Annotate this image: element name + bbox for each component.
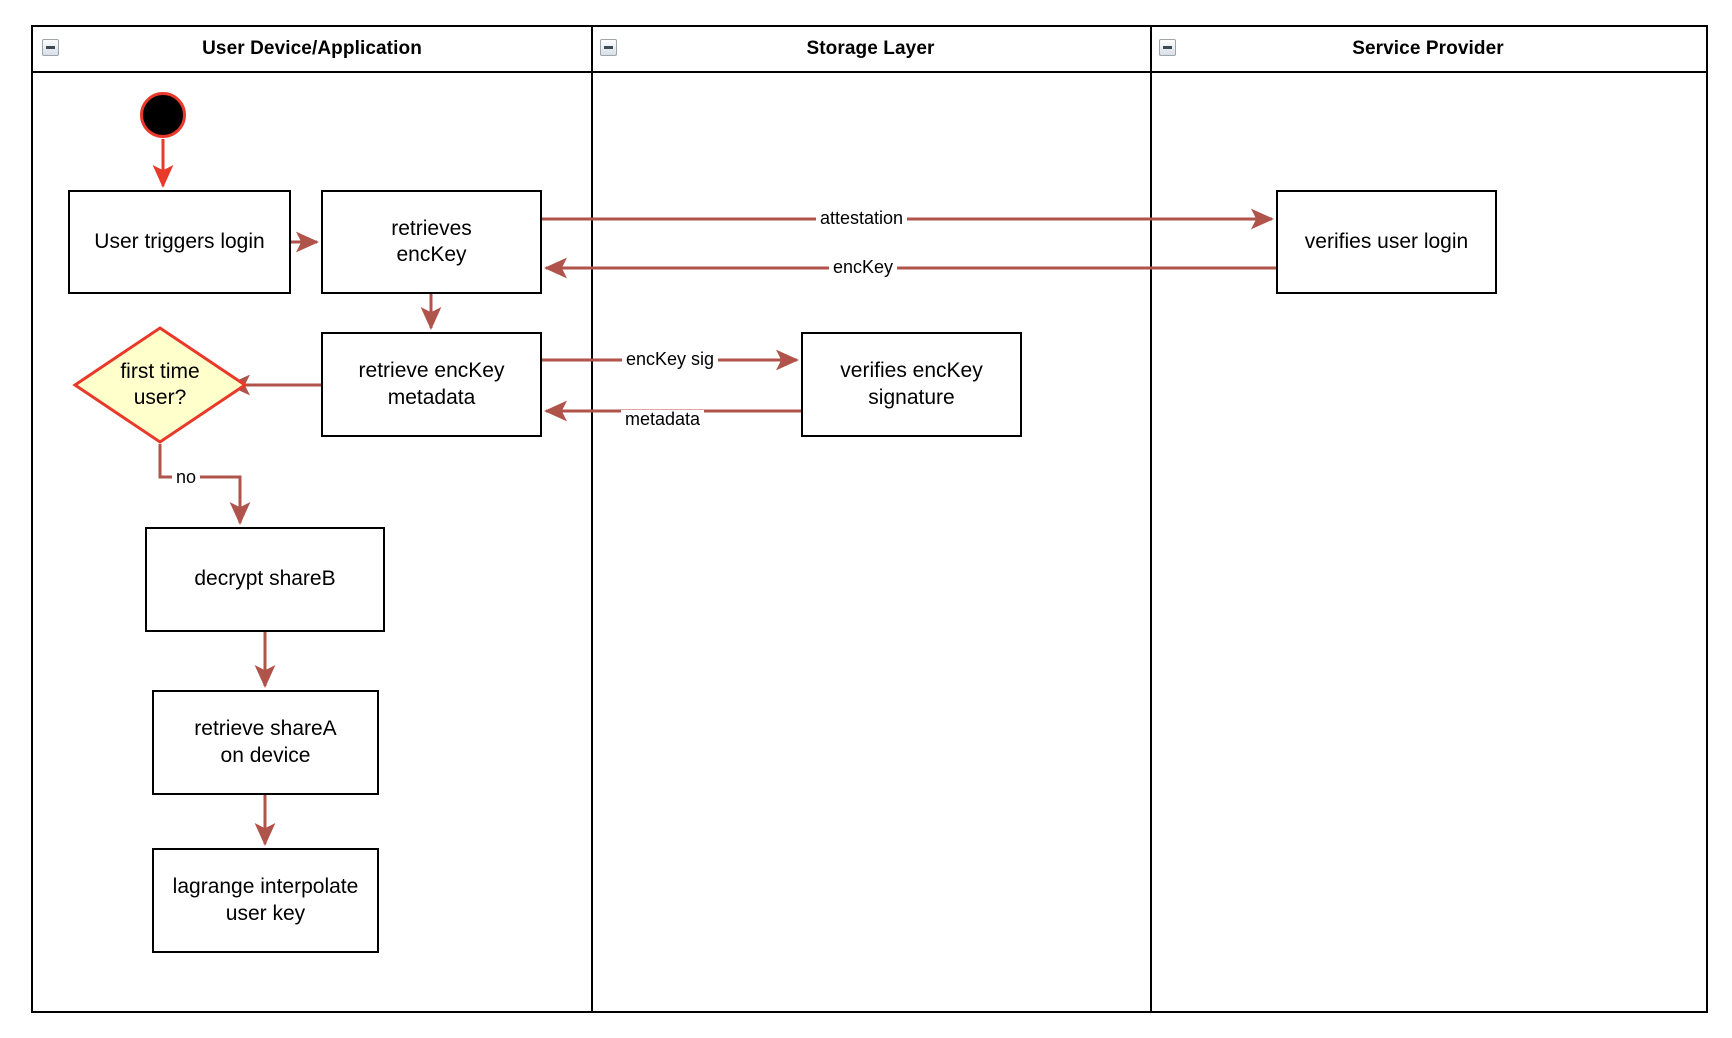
lane-title-service-provider: Service Provider xyxy=(1352,38,1504,59)
initial-node xyxy=(140,92,186,138)
decision-diamond-shape xyxy=(72,326,248,444)
collapse-minus-icon[interactable] xyxy=(42,39,59,56)
lane-header-storage[interactable]: Storage Layer xyxy=(591,27,1150,73)
lane-title-storage: Storage Layer xyxy=(806,38,935,59)
lane-title-user-device: User Device/Application xyxy=(202,38,422,59)
lane-divider-2 xyxy=(1150,27,1152,1013)
lane-header-user-device[interactable]: User Device/Application xyxy=(33,27,591,73)
collapse-minus-icon[interactable] xyxy=(1159,39,1176,56)
lane-divider-1 xyxy=(591,27,593,1013)
activity-label: decrypt shareB xyxy=(194,567,336,591)
activity-label: verifies user login xyxy=(1304,229,1469,253)
edge-label-metadata: metadata xyxy=(621,410,705,428)
activity-user-triggers-login[interactable]: User triggers login xyxy=(68,190,291,294)
activity-verifies-user-login[interactable]: verifies user login xyxy=(1276,190,1497,294)
edge-label-enckey: encKey xyxy=(829,258,898,276)
activity-label: User triggers login xyxy=(94,229,265,253)
edge-label-enckey-sig: encKey sig xyxy=(622,350,719,368)
activity-decrypt-shareb[interactable]: decrypt shareB xyxy=(145,527,385,632)
lane-header-service-provider[interactable]: Service Provider xyxy=(1150,27,1706,73)
collapse-minus-icon[interactable] xyxy=(600,39,617,56)
edge-label-no: no xyxy=(172,468,201,486)
edge-label-attestation: attestation xyxy=(816,209,908,227)
